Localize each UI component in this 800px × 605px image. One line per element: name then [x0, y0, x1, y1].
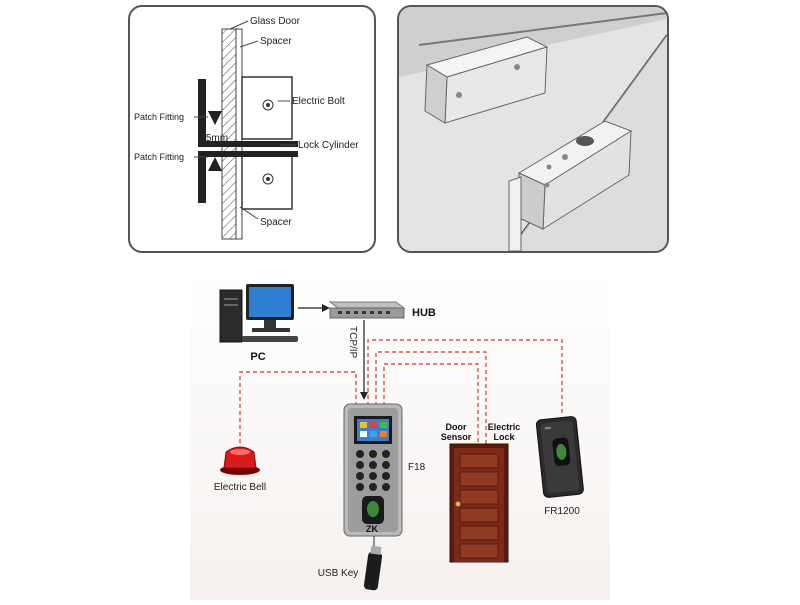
installation-diagram-panel: Glass Door Spacer Electric Bolt Patch Fi… [128, 5, 376, 253]
door-icon [449, 443, 509, 563]
label-door-sensor-1: Door [446, 422, 467, 432]
wiring-lines [239, 339, 563, 444]
lock-bolt-hole [576, 136, 594, 146]
usb-key-icon [363, 545, 383, 591]
arrow-right-icon [322, 304, 330, 312]
label-electric-lock-2: Lock [493, 432, 515, 442]
label-electric-bell: Electric Bell [214, 482, 266, 493]
wiring-diagram-panel: PC HUB TCP/IP Electric Bell [190, 268, 610, 600]
patch-fitting-bottom-shape [198, 151, 206, 203]
label-glass-door: Glass Door [250, 16, 301, 27]
lock-illustration [399, 7, 667, 251]
pc-icon [219, 284, 298, 343]
label-lock-cylinder: Lock Cylinder [298, 140, 359, 151]
label-f18: F18 [408, 462, 426, 473]
fr1200-reader [535, 416, 584, 498]
label-electric-lock-1: Electric [488, 422, 521, 432]
arrow-down-icon [208, 111, 222, 125]
label-tcpip: TCP/IP [347, 326, 358, 359]
label-spacer-top: Spacer [260, 36, 292, 47]
f18-logo: ZK [366, 524, 378, 534]
f18-keypad [356, 450, 390, 491]
label-gap: >5mm [200, 133, 228, 144]
f18-terminal: ZK [343, 403, 403, 537]
label-electric-bolt: Electric Bolt [292, 96, 345, 107]
label-fr1200: FR1200 [544, 506, 580, 517]
arrow-up-icon [208, 157, 222, 171]
label-door-sensor-2: Sensor [441, 432, 472, 442]
arrow-down-icon [360, 392, 368, 400]
label-patch-fitting-bottom: Patch Fitting [134, 152, 184, 162]
label-patch-fitting-top: Patch Fitting [134, 112, 184, 122]
lock-illustration-panel [397, 5, 669, 253]
door-knob-icon [455, 501, 461, 507]
label-usb-key: USB Key [318, 568, 359, 579]
hub-icon [328, 301, 406, 319]
label-hub: HUB [412, 307, 436, 319]
label-spacer-bottom: Spacer [260, 217, 292, 228]
wiring-diagram: PC HUB TCP/IP Electric Bell [214, 284, 584, 591]
label-pc: PC [250, 351, 265, 363]
patch-fitting-top-shape [198, 79, 206, 147]
electric-bell-icon [220, 446, 260, 475]
installation-diagram: Glass Door Spacer Electric Bolt Patch Fi… [134, 16, 359, 240]
